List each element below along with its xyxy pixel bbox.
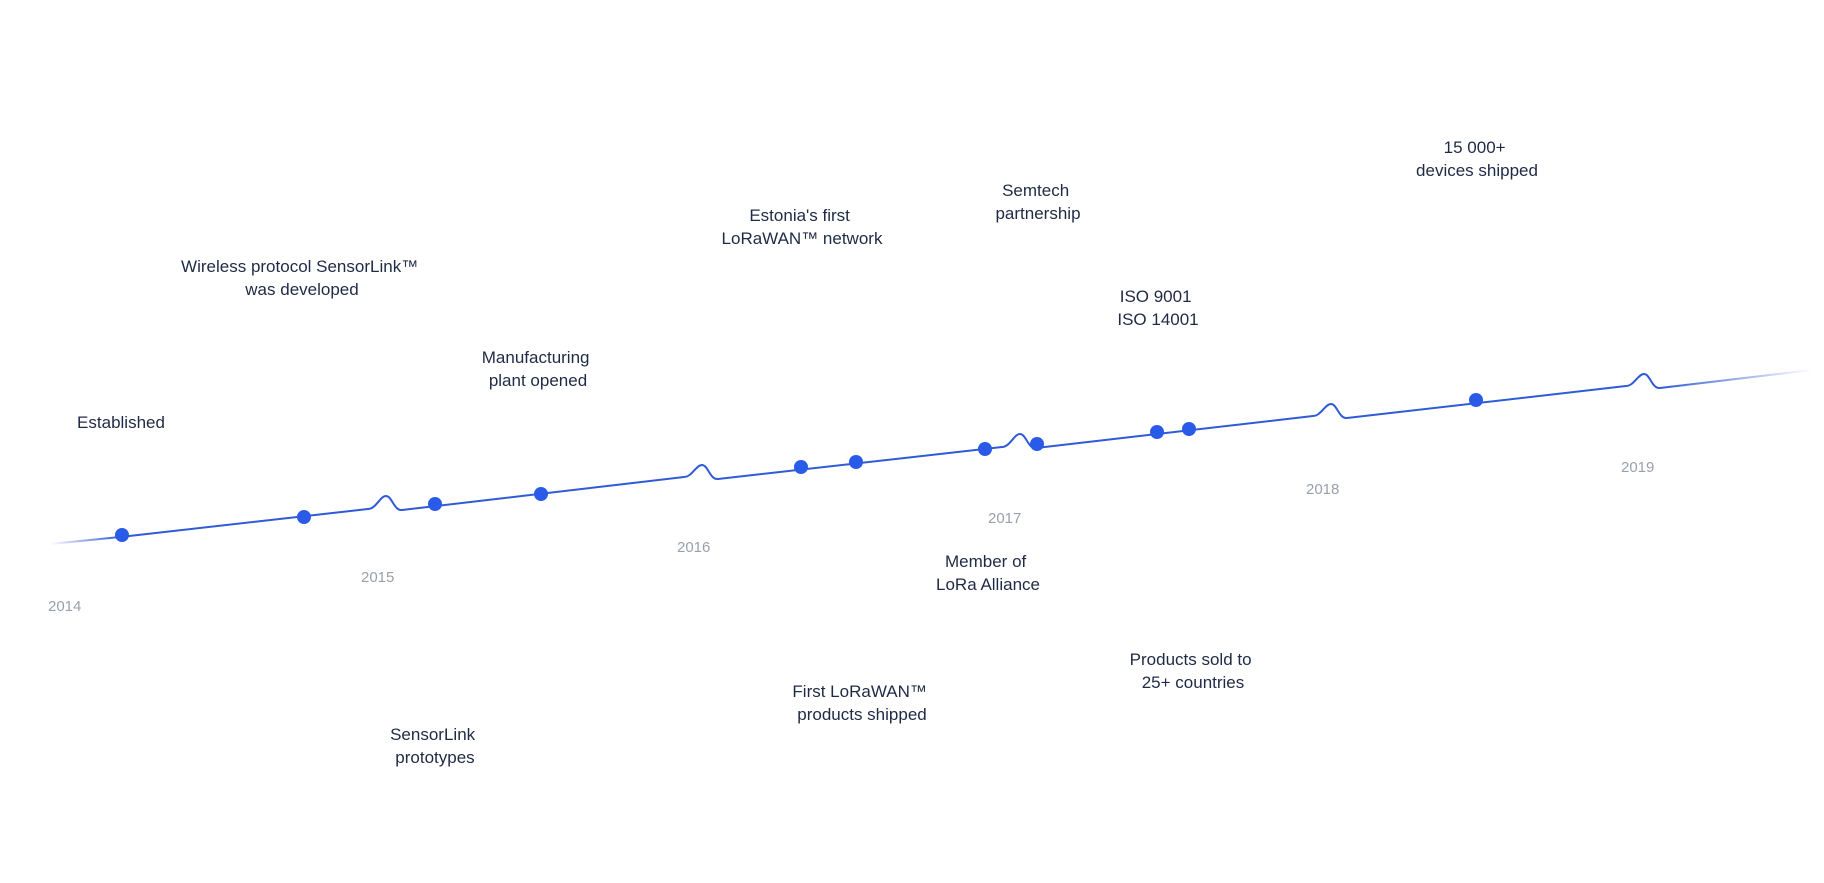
milestone-label-sensorlink-developed: Wireless protocol SensorLink™ was develo… bbox=[181, 257, 423, 299]
milestone-dot-devices-shipped bbox=[1469, 393, 1483, 407]
milestone-dot-first-lorawan bbox=[849, 455, 863, 469]
milestone-dot-products-sold bbox=[1182, 422, 1196, 436]
timeline-fade-left bbox=[49, 536, 121, 545]
milestone-label-first-lorawan: First LoRaWAN™ products shipped bbox=[792, 682, 931, 724]
year-label-2019: 2019 bbox=[1621, 459, 1654, 476]
milestone-dot-sensorlink-developed bbox=[297, 510, 311, 524]
milestone-dot-estonia-first bbox=[794, 460, 808, 474]
milestone-dot-semtech bbox=[1030, 437, 1044, 451]
year-label-2015: 2015 bbox=[361, 569, 394, 586]
milestone-label-established: Established bbox=[77, 413, 165, 432]
milestone-label-sensorlink-prototypes: SensorLink prototypes bbox=[390, 725, 480, 767]
year-label-2014: 2014 bbox=[48, 598, 81, 615]
year-label-2018: 2018 bbox=[1306, 481, 1339, 498]
milestone-label-manufacturing: Manufacturing plant opened bbox=[482, 348, 594, 390]
milestone-dot-sensorlink-prototypes bbox=[428, 497, 442, 511]
timeline-fade-right bbox=[1659, 369, 1813, 389]
milestone-label-iso: ISO 9001 ISO 14001 bbox=[1117, 287, 1198, 329]
year-label-2016: 2016 bbox=[677, 539, 710, 556]
year-label-2017: 2017 bbox=[988, 510, 1021, 527]
milestone-label-products-sold: Products sold to 25+ countries bbox=[1130, 650, 1257, 692]
milestone-label-semtech: Semtech partnership bbox=[995, 181, 1080, 223]
milestone-dot-iso bbox=[1150, 425, 1164, 439]
milestone-label-estonia-first: Estonia's first LoRaWAN™ network bbox=[722, 206, 883, 248]
timeline-axis bbox=[119, 373, 1661, 538]
milestone-dot-lora-alliance bbox=[978, 442, 992, 456]
milestone-label-lora-alliance: Member of LoRa Alliance bbox=[936, 552, 1040, 594]
milestone-dot-established bbox=[115, 528, 129, 542]
milestone-label-devices-shipped: 15 000+ devices shipped bbox=[1416, 138, 1538, 180]
milestone-dot-manufacturing bbox=[534, 487, 548, 501]
